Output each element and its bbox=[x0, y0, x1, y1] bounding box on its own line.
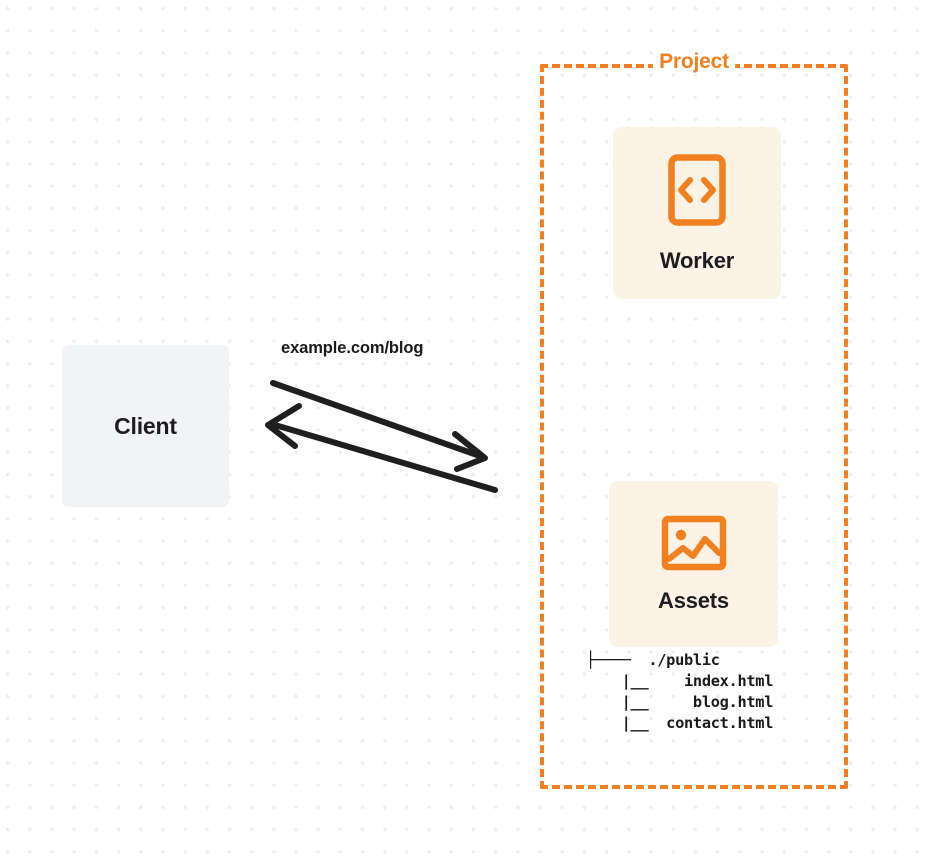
project-container: Project bbox=[540, 50, 848, 789]
project-title: Project bbox=[653, 50, 735, 74]
image-picture-icon bbox=[661, 515, 727, 576]
client-label: Client bbox=[114, 412, 177, 439]
request-url-label: example.com/blog bbox=[281, 339, 424, 357]
worker-label: Worker bbox=[659, 247, 735, 273]
request-arrow bbox=[270, 380, 488, 472]
assets-node[interactable]: Assets bbox=[609, 481, 778, 647]
client-node[interactable]: Client bbox=[62, 345, 229, 507]
connection-arrows-group: example.com/blog bbox=[255, 330, 515, 515]
assets-label: Assets bbox=[658, 587, 729, 613]
code-brackets-icon bbox=[667, 153, 727, 232]
arrows-svg bbox=[265, 380, 498, 493]
assets-file-tree: ├──── ./public |__ index.html |__ blog.h… bbox=[586, 651, 774, 732]
worker-node[interactable]: Worker bbox=[613, 127, 781, 299]
response-arrow bbox=[265, 403, 498, 493]
